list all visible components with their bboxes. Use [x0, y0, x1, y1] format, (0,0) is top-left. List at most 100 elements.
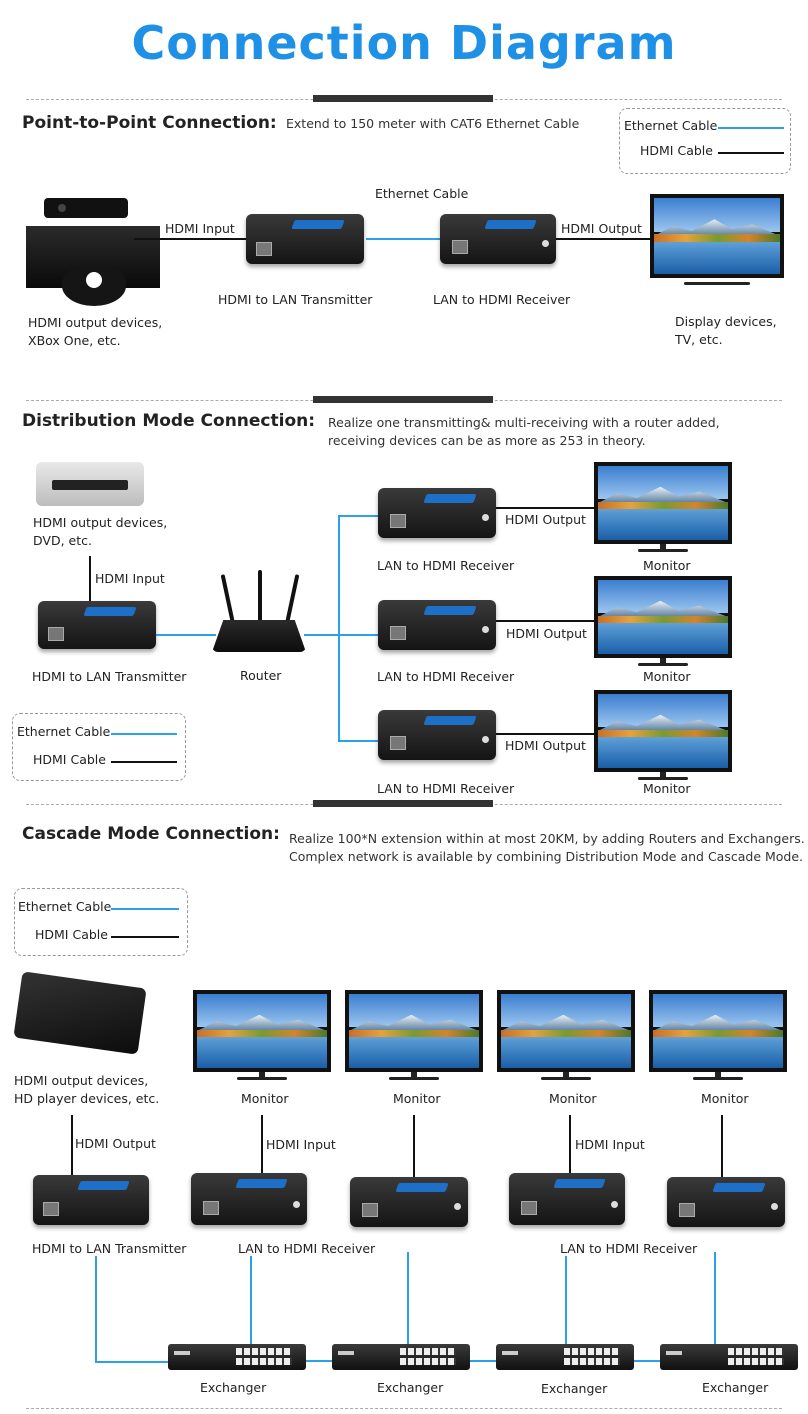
- source-label-line2: XBox One, etc.: [28, 333, 121, 348]
- ethernet-cable-line: [156, 634, 216, 636]
- monitor-display: [497, 990, 635, 1082]
- monitor-display: [649, 990, 787, 1082]
- monitor-display: [594, 462, 732, 554]
- exchanger-switch: [168, 1344, 306, 1370]
- legend-hdmi-line: [111, 936, 179, 938]
- legend-ethernet-line: [111, 733, 177, 735]
- kinect-lens-icon: [58, 204, 66, 212]
- section2-desc-line1: Realize one transmitting& multi-receivin…: [328, 415, 720, 430]
- ethernet-cable-line: [468, 1360, 498, 1362]
- display-label-line2: TV, etc.: [675, 332, 723, 347]
- hdmi-output-label: HDMI Output: [561, 221, 642, 236]
- receiver-label: LAN to HDMI Receiver: [238, 1241, 376, 1256]
- lan-to-hdmi-receiver: [509, 1173, 625, 1225]
- section-divider-bar: [313, 95, 493, 102]
- legend-ethernet-label: Ethernet Cable: [624, 118, 718, 133]
- legend-box: Ethernet Cable HDMI Cable: [14, 888, 188, 956]
- monitor-display: [594, 576, 732, 668]
- ethernet-cable-line: [565, 1256, 567, 1346]
- transmitter-label: HDMI to LAN Transmitter: [32, 669, 187, 684]
- hdmi-cable-line: [134, 238, 246, 240]
- hdmi-input-label: HDMI Input: [165, 221, 235, 236]
- router-antenna: [220, 574, 236, 626]
- legend-ethernet-label: Ethernet Cable: [17, 724, 111, 739]
- monitor-display: [594, 690, 732, 782]
- section-divider-bar: [313, 396, 493, 403]
- hdmi-cable-line: [496, 507, 596, 509]
- hdmi-output-label: HDMI Output: [505, 738, 586, 753]
- monitor-label: Monitor: [643, 669, 691, 684]
- hdmi-cable-line: [261, 1115, 263, 1175]
- section-divider: [26, 1408, 782, 1409]
- legend-hdmi-label: HDMI Cable: [640, 143, 713, 158]
- kinect-device: [44, 198, 128, 218]
- lan-to-hdmi-receiver: [378, 710, 496, 760]
- section3-desc-line2: Complex network is available by combinin…: [289, 849, 804, 864]
- legend-ethernet-label: Ethernet Cable: [18, 899, 112, 914]
- section1-desc: Extend to 150 meter with CAT6 Ethernet C…: [286, 116, 580, 131]
- section1-title: Point-to-Point Connection:: [22, 113, 277, 133]
- ethernet-cable-line: [714, 1252, 716, 1346]
- monitor-label: Monitor: [549, 1091, 597, 1106]
- ethernet-cable-line: [338, 515, 380, 517]
- ethernet-cable-line: [632, 1360, 662, 1362]
- ethernet-cable-line: [95, 1361, 169, 1363]
- router-device: [212, 620, 306, 652]
- hdmi-cable-line: [71, 1115, 73, 1177]
- ethernet-cable-line: [338, 515, 340, 742]
- monitor-label: Monitor: [241, 1091, 289, 1106]
- lan-to-hdmi-receiver: [440, 214, 556, 264]
- legend-hdmi-line: [718, 152, 784, 154]
- hdmi-input-label: HDMI Input: [575, 1137, 645, 1152]
- ethernet-cable-line: [304, 634, 380, 636]
- ethernet-cable-line: [304, 1360, 334, 1362]
- source-label-line1: HDMI output devices,: [33, 515, 168, 530]
- receiver-label: LAN to HDMI Receiver: [377, 781, 515, 796]
- legend-box: Ethernet Cable HDMI Cable: [12, 713, 186, 781]
- section-divider-bar: [313, 800, 493, 807]
- receiver-label: LAN to HDMI Receiver: [377, 669, 515, 684]
- lan-to-hdmi-receiver: [378, 600, 496, 650]
- hdmi-output-label: HDMI Output: [75, 1136, 156, 1151]
- monitor-label: Monitor: [701, 1091, 749, 1106]
- source-label-line2: HD player devices, etc.: [14, 1091, 160, 1106]
- hdmi-cable-line: [413, 1115, 415, 1181]
- hd-player-device: [13, 971, 147, 1055]
- exchanger-switch: [332, 1344, 470, 1370]
- legend-box: Ethernet Cable HDMI Cable: [619, 108, 791, 174]
- xbox-logo-icon: [86, 272, 102, 288]
- hdmi-cable-line: [569, 1115, 571, 1175]
- legend-ethernet-line: [111, 908, 179, 910]
- monitor-label: Monitor: [643, 781, 691, 796]
- monitor-label: Monitor: [393, 1091, 441, 1106]
- legend-ethernet-line: [718, 127, 784, 129]
- hdmi-input-label: HDMI Input: [266, 1137, 336, 1152]
- receiver-label: LAN to HDMI Receiver: [433, 292, 571, 307]
- transmitter-label: HDMI to LAN Transmitter: [218, 292, 373, 307]
- hdmi-cable-line: [496, 733, 596, 735]
- ethernet-cable-line: [250, 1256, 252, 1346]
- transmitter-label: HDMI to LAN Transmitter: [32, 1241, 187, 1256]
- monitor-label: Monitor: [643, 558, 691, 573]
- exchanger-label: Exchanger: [377, 1380, 444, 1395]
- hdmi-output-label: HDMI Output: [505, 512, 586, 527]
- section2-desc-line2: receiving devices can be as more as 253 …: [328, 433, 646, 448]
- exchanger-label: Exchanger: [200, 1380, 267, 1395]
- lan-to-hdmi-receiver: [191, 1173, 307, 1225]
- ethernet-cable-line: [407, 1252, 409, 1346]
- dvd-front-panel: [52, 480, 128, 490]
- source-label-line2: DVD, etc.: [33, 533, 92, 548]
- receiver-label: LAN to HDMI Receiver: [377, 558, 515, 573]
- ethernet-cable-line: [95, 1256, 97, 1363]
- section2-title: Distribution Mode Connection:: [22, 411, 316, 431]
- exchanger-switch: [496, 1344, 634, 1370]
- legend-hdmi-label: HDMI Cable: [35, 927, 108, 942]
- hdmi-cable-line: [556, 238, 650, 240]
- hdmi-to-lan-transmitter: [246, 214, 364, 264]
- legend-hdmi-line: [111, 761, 177, 763]
- monitor-display: [345, 990, 483, 1082]
- exchanger-label: Exchanger: [541, 1381, 608, 1396]
- lan-to-hdmi-receiver: [667, 1177, 785, 1227]
- router-antenna: [258, 570, 262, 624]
